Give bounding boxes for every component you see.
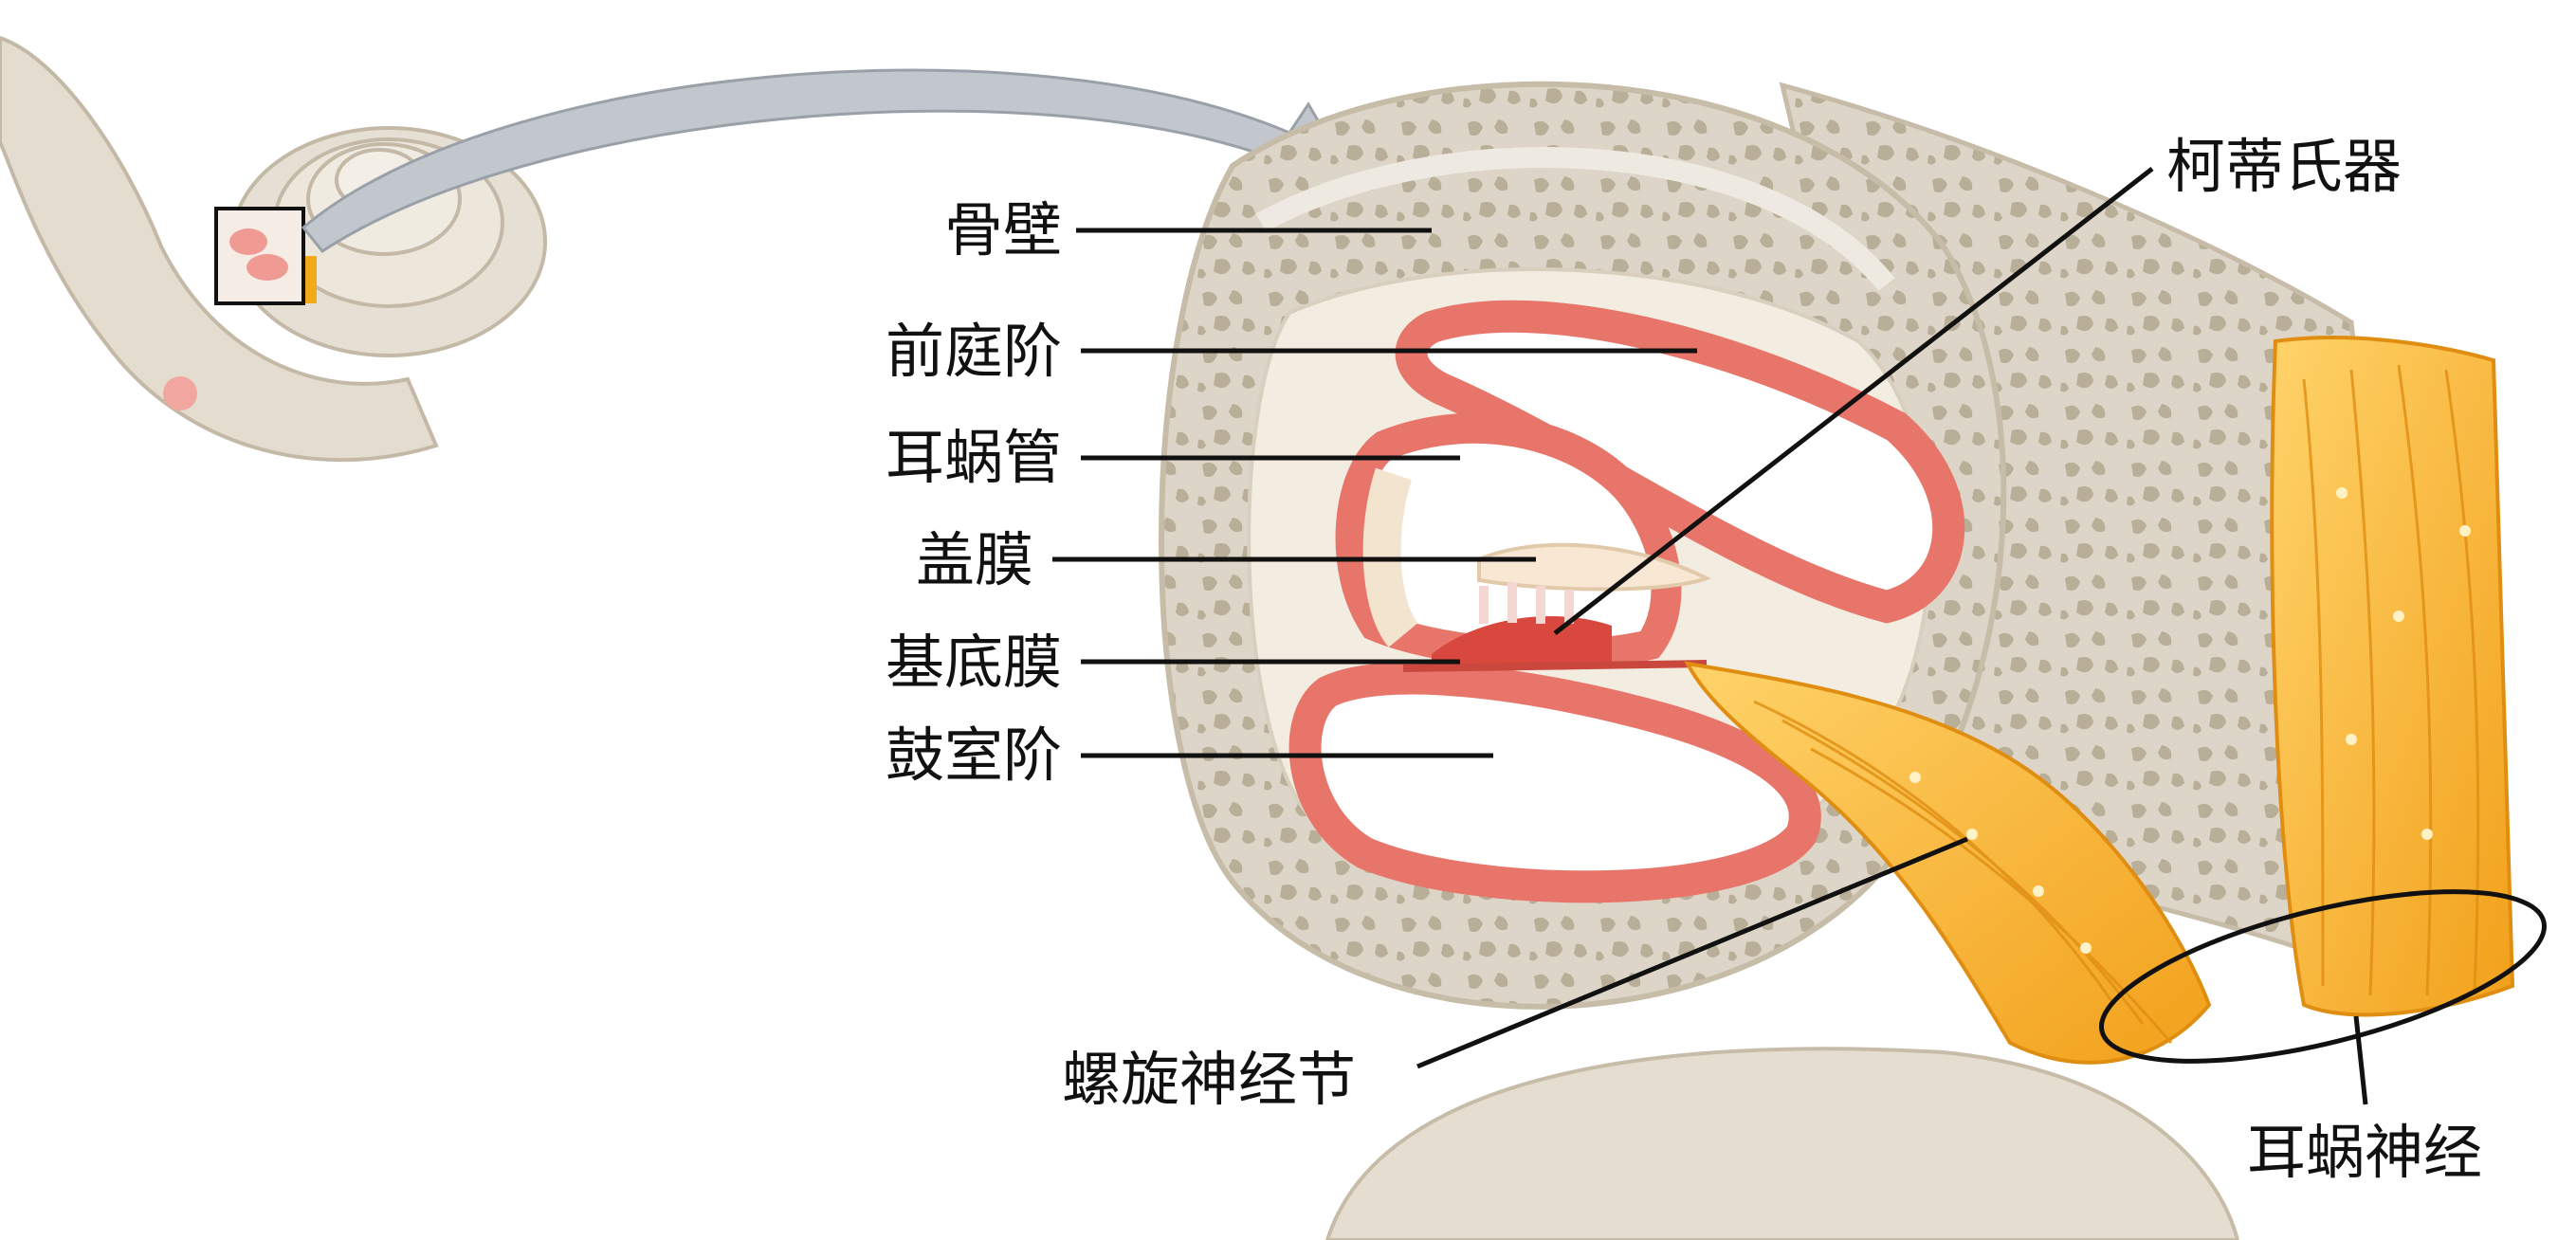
cochlear-duct (1335, 412, 1682, 670)
label-tectorial-membrane: 盖膜 (915, 525, 1033, 594)
label-cochlear-duct: 耳蜗管 (885, 423, 1062, 492)
label-scala-tympani: 鼓室阶 (885, 720, 1062, 790)
leader-spiral-ganglion (1416, 836, 1968, 1069)
spiral-ganglion (1684, 661, 2212, 1065)
cochlear-nerve-bundle (2270, 336, 2515, 1017)
scala-tympani (1288, 662, 1821, 903)
cochlea-outer-canal (0, 35, 439, 463)
cochlear-nerve-ring (2099, 889, 2547, 1064)
scala-vestibuli (1395, 300, 1965, 624)
label-basilar-membrane: 基底膜 (885, 628, 1062, 697)
cochlea-overview (0, 35, 547, 463)
leader-cochlear-nerve (2353, 1015, 2368, 1105)
label-organ-of-corti: 柯蒂氏器 (2166, 132, 2402, 201)
leader-lines (1052, 167, 2368, 1105)
label-scala-vestibuli: 前庭阶 (885, 317, 1062, 386)
cross-section (1159, 81, 2547, 1240)
round-window (163, 376, 197, 410)
label-bony-wall: 骨壁 (943, 195, 1062, 264)
label-spiral-ganglion: 螺旋神经节 (1062, 1045, 1357, 1114)
organ-of-corti-shape (1432, 583, 1612, 667)
label-cochlear-nerve: 耳蜗神经 (2247, 1118, 2483, 1187)
basal-bone (1325, 1047, 2240, 1240)
basilar-membrane-line (1402, 660, 1708, 672)
leader-organ-of-corti (1553, 167, 2154, 635)
